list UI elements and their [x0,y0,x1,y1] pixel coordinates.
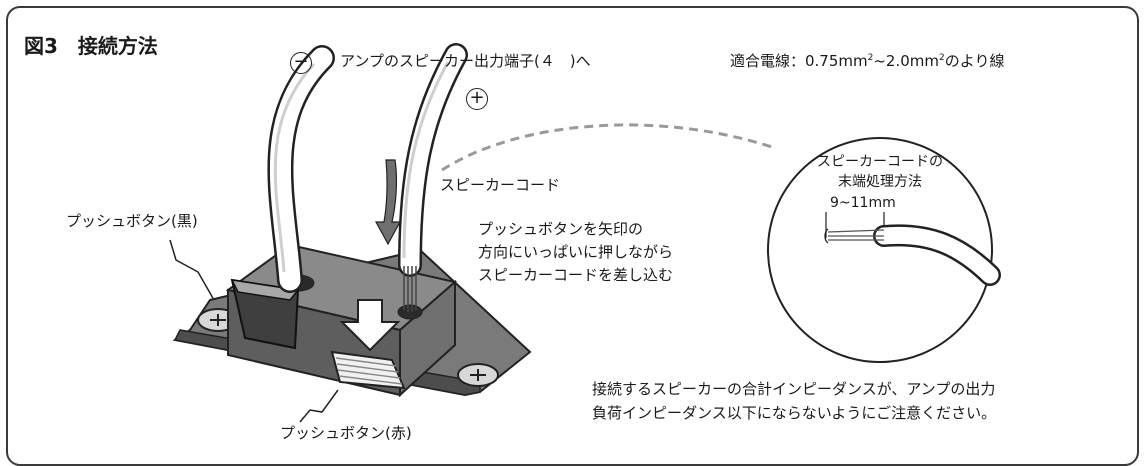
screw-right-icon [457,363,499,387]
connection-illustration [169,43,1001,423]
wire-hole-red [397,304,423,320]
detail-title-line-1: スピーカーコードの [817,154,943,170]
wire-spec-mid: ~2.0mm [873,52,940,70]
instruction-line-1: プッシュボタンを矢印の [478,220,644,238]
strip-length-label: 9~11mm [830,195,896,211]
insert-down-arrow-icon [374,159,402,246]
wire-spec-exponent-2: 2 [939,53,945,63]
detail-title-line-2: 末端処理方法 [838,174,922,190]
wire-spec-prefix: 適合電線：0.75mm [730,52,868,70]
bare-wire-strands [403,266,417,312]
figure-title: 図3 接続方法 [24,34,158,58]
plus-sign-icon: + [466,88,488,110]
wire-spec-exponent-1: 2 [867,53,874,63]
notice-line-2: 負荷インピーダンス以下にならないようにご注意ください。 [592,404,997,422]
notice-line-1: 接続するスピーカーの合計インピーダンスが、アンプの出力 [592,380,996,398]
leader-line-black [169,239,215,301]
wire-spec: 適合電線：0.75mm2~2.0mm2のより線 [730,52,1004,70]
detail-circle [767,137,993,363]
terminal-block-side [399,279,456,398]
minus-sign-icon: − [290,52,312,74]
push-button-red-label: プッシュボタン(赤) [280,424,412,442]
instruction-line-3: スピーカーコードを差し込む [478,266,674,284]
top-label: アンプのスピーカー出力端子(４ )へ [340,52,591,70]
push-down-arrow-icon [339,299,401,352]
detail-connector-dashed [441,123,776,172]
speaker-cord-label: スピーカーコード [440,176,561,194]
push-button-red [330,350,406,390]
leader-line-red [299,389,339,423]
wire-spec-suffix: のより線 [944,52,1005,70]
instruction-line-2: 方向にいっぱいに押しながら [478,243,674,261]
push-button-black-label: プッシュボタン(黒) [66,212,198,230]
